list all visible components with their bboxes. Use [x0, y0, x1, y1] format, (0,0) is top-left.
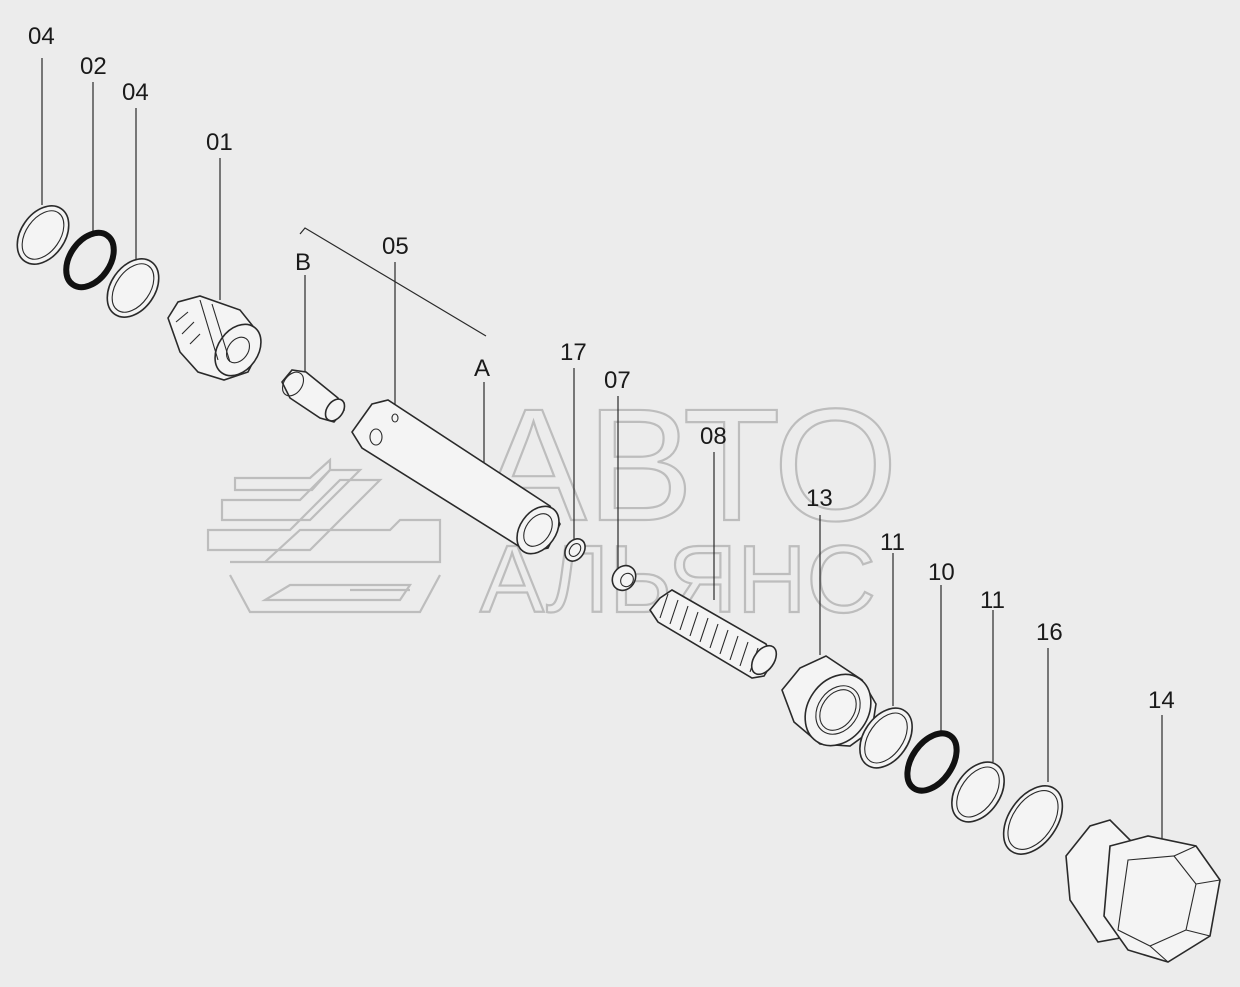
callout-17: 17: [560, 339, 587, 366]
callout-10: 10: [928, 559, 955, 586]
callout-14: 14: [1148, 687, 1175, 714]
ring-11-left: [859, 707, 913, 769]
callout-b: B: [295, 249, 311, 276]
pin-b: [281, 369, 346, 423]
callout-11-a: 11: [880, 529, 905, 556]
nut-13: [781, 655, 877, 747]
watermark-logo: [206, 457, 442, 614]
callout-02: 02: [80, 53, 107, 80]
ring-04-left: [16, 205, 70, 265]
callout-13: 13: [806, 485, 833, 512]
callout-04-a: 04: [28, 23, 55, 50]
callout-a: A: [474, 355, 490, 382]
callout-16: 16: [1036, 619, 1063, 646]
callout-01: 01: [206, 129, 233, 156]
callout-08: 08: [700, 423, 727, 450]
ring-04-right: [106, 258, 160, 318]
o-ring-10: [904, 730, 960, 794]
plug-07: [611, 564, 637, 592]
ring-17: [564, 538, 586, 562]
sleeve-05: [351, 399, 561, 555]
callout-05: 05: [382, 233, 409, 260]
callout-04-b: 04: [122, 79, 149, 106]
o-ring-02: [63, 229, 117, 291]
gasket-16: [1002, 785, 1064, 855]
spring-08: [649, 589, 778, 679]
callout-11-b: 11: [980, 587, 1005, 614]
hex-plug-14: [1065, 819, 1221, 963]
callout-labels: 04 02 04 01 B 05 A 17 07 08 13 11 10 11 …: [28, 23, 1175, 714]
ring-11-right: [951, 761, 1005, 823]
valve-seat-01: [167, 295, 262, 381]
callout-07: 07: [604, 367, 631, 394]
